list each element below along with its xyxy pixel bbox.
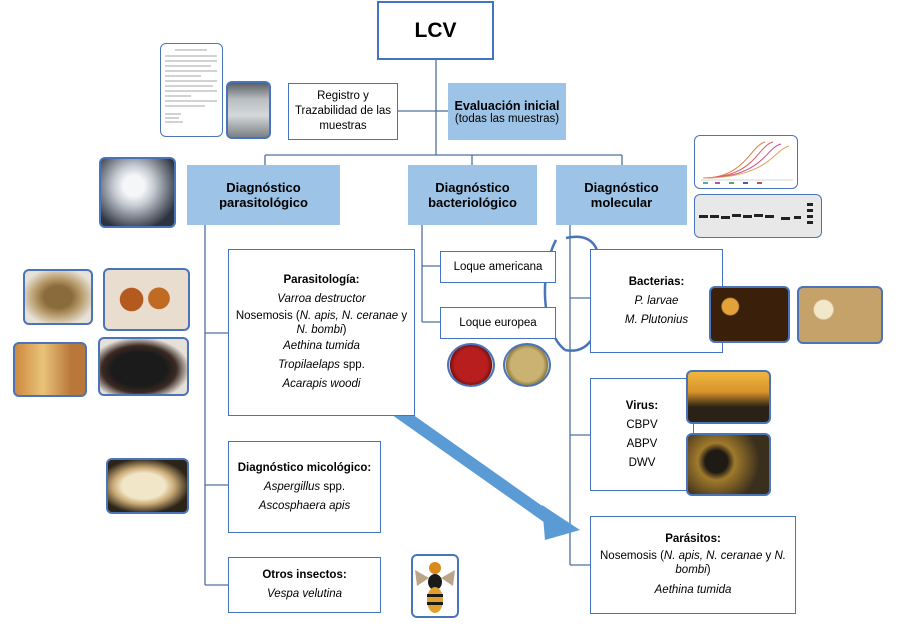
otros-box: Otros insectos: Vespa velutina <box>228 557 381 613</box>
parasitologia-box: Parasitología: Varroa destructor Nosemos… <box>228 249 415 416</box>
hornet-icon <box>415 562 455 613</box>
root-title: LCV <box>414 18 457 42</box>
parasitologico-header: Diagnóstico parasitológico <box>187 165 340 225</box>
virus-item: DWV <box>628 456 656 469</box>
parasitos-title: Parásitos: <box>665 533 721 545</box>
larvae-image <box>13 342 87 397</box>
virus-item: ABPV <box>626 437 658 450</box>
parasitologia-item: Aethina tumida <box>283 340 360 352</box>
molecular-label: Diagnóstico molecular <box>584 180 659 210</box>
loque-europea-box: Loque europea <box>440 307 556 339</box>
otros-title: Otros insectos: <box>262 569 347 581</box>
diagonal-arrow <box>378 395 580 540</box>
loque-europea-label: Loque europea <box>459 317 537 329</box>
micologico-title: Diagnóstico micológico: <box>237 461 372 474</box>
petri-dish-red-image <box>447 343 495 387</box>
registration-form-image <box>160 43 223 137</box>
brood-comb-image <box>709 286 790 343</box>
evaluacion-subtitle: (todas las muestras) <box>454 112 560 125</box>
sample-container-image <box>226 81 271 139</box>
bees-cluster-image <box>686 433 771 496</box>
registro-label: Registro y Trazabilidad de las muestras <box>294 90 392 132</box>
form-document-icon <box>165 49 217 123</box>
evaluacion-box: Evaluación inicial (todas las muestras) <box>448 83 566 140</box>
bacteriologico-label: Diagnóstico bacteriológico <box>428 180 517 210</box>
bacterias-box: Bacterias: P. larvae M. Plutonius <box>590 249 723 353</box>
beetle-image <box>98 337 189 396</box>
gel-electrophoresis-image <box>694 194 822 238</box>
registro-box: Registro y Trazabilidad de las muestras <box>288 83 398 140</box>
parasitologia-item: Acarapis woodi <box>282 378 361 390</box>
molecular-header: Diagnóstico molecular <box>556 165 687 225</box>
diseased-comb-image <box>797 286 883 344</box>
honeycomb-bees-image <box>686 370 771 424</box>
bee-specimen-image <box>23 269 93 325</box>
chalkbrood-larva-image <box>106 458 189 514</box>
parasitologia-item: Varroa destructor <box>277 293 366 305</box>
varroa-mite-image <box>103 268 190 331</box>
virus-title: Virus: <box>625 399 659 412</box>
parasitologico-label: Diagnóstico parasitológico <box>219 180 308 210</box>
evaluacion-title: Evaluación inicial <box>454 98 560 113</box>
bacteriologico-header: Diagnóstico bacteriológico <box>408 165 537 225</box>
micologico-item: Ascosphaera apis <box>258 499 351 512</box>
parasitos-item: Aethina tumida <box>654 584 732 596</box>
parasitos-box: Parásitos: Nosemosis (N. apis, N. cerana… <box>590 516 796 614</box>
parasitos-item: Nosemosis (N. apis, N. ceranae y N. bomb… <box>600 550 786 576</box>
parasitologia-item: Tropilaelaps spp. <box>278 359 365 371</box>
loque-americana-box: Loque americana <box>440 251 556 283</box>
bacterias-item: M. Plutonius <box>624 313 689 326</box>
virus-item: CBPV <box>626 418 658 431</box>
otros-item: Vespa velutina <box>266 588 342 600</box>
parasitologia-title: Parasitología: <box>283 274 360 286</box>
virus-box: Virus: CBPV ABPV DWV <box>590 378 694 491</box>
petri-dish-yellow-image <box>503 343 551 387</box>
micologico-item: Aspergillus spp. <box>263 480 346 493</box>
pcr-curves-icon <box>701 141 793 184</box>
asian-hornet-image <box>411 554 459 618</box>
micologico-box: Diagnóstico micológico: Aspergillus spp.… <box>228 441 381 533</box>
bacterias-title: Bacterias: <box>628 275 685 288</box>
bacterias-item: P. larvae <box>634 294 679 307</box>
root-box: LCV <box>377 1 494 60</box>
gel-bands-icon <box>699 203 813 224</box>
microscope-image <box>99 157 176 228</box>
loque-americana-label: Loque americana <box>453 261 543 273</box>
pcr-curve-image <box>694 135 798 189</box>
